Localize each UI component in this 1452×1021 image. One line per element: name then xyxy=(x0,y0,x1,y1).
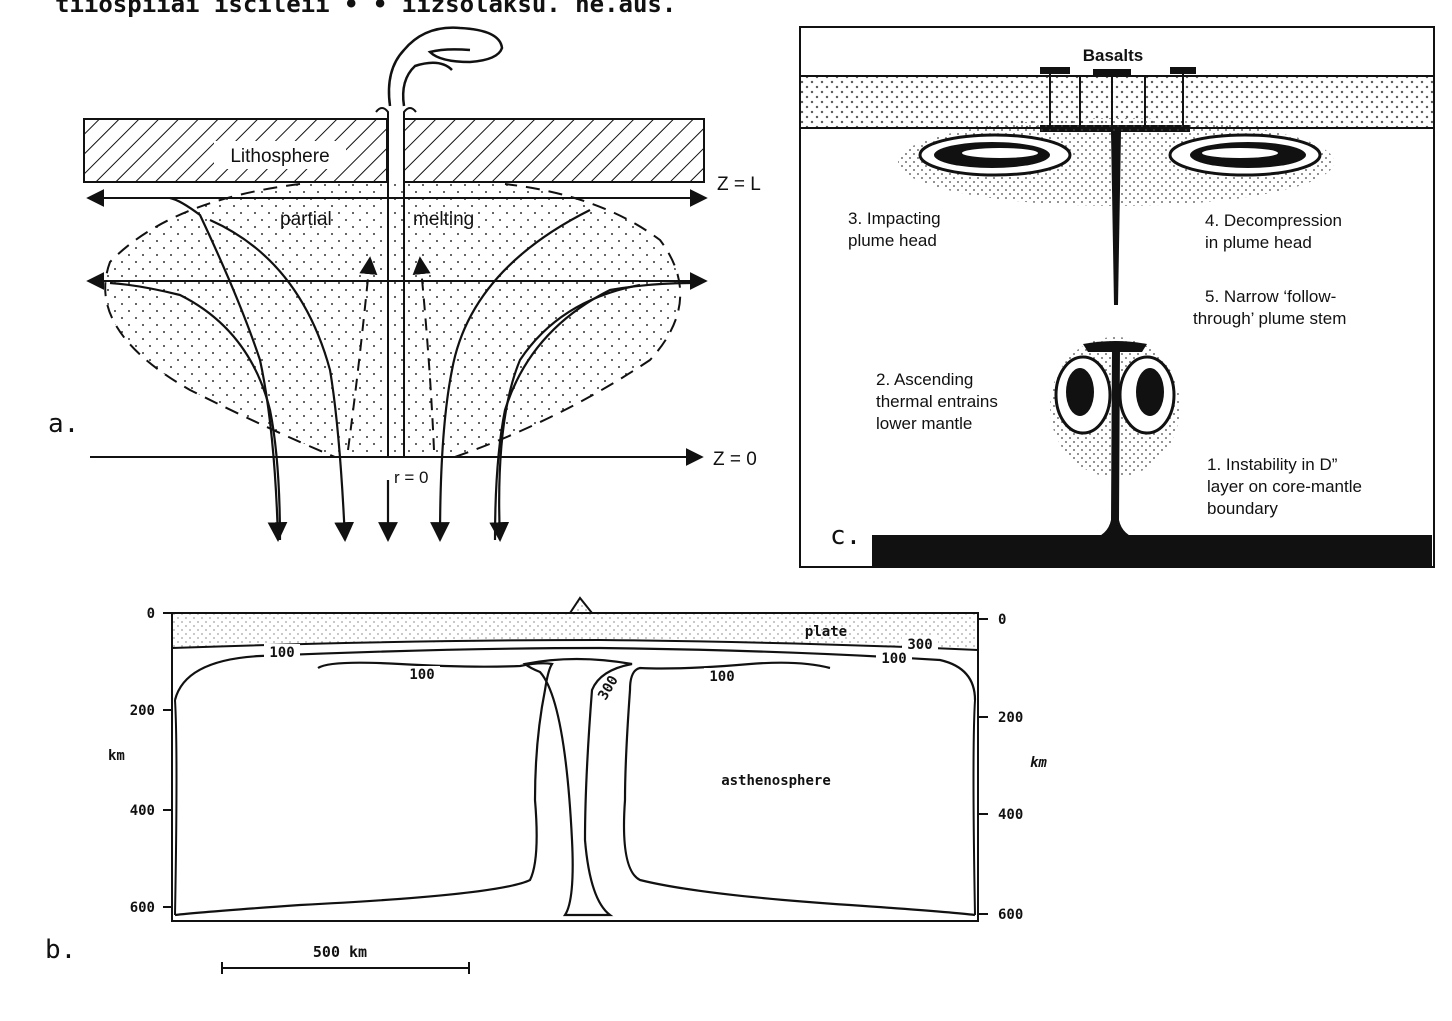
basalts-label: Basalts xyxy=(1083,46,1143,65)
melting-label: melting xyxy=(413,209,474,230)
streamline xyxy=(169,196,288,542)
panel-c-label: c. xyxy=(830,521,861,551)
contour-label: 100 xyxy=(409,667,434,683)
inner-flow-arrow xyxy=(347,256,378,451)
basalt-flow xyxy=(1093,69,1131,76)
partial-melting-region xyxy=(105,184,681,457)
scale-bar xyxy=(221,962,470,974)
plume-stem xyxy=(1111,132,1121,305)
contour-300-top xyxy=(171,638,979,651)
z-top-label: Z = L xyxy=(717,174,761,195)
streamline xyxy=(109,281,282,541)
contour-100-inner-left xyxy=(174,661,554,917)
thermal-stem xyxy=(1090,348,1140,540)
tick-label: 400 xyxy=(130,803,155,819)
label-instability: 1. Instability in D” layer on core-mantl… xyxy=(1207,455,1367,518)
contour-label: 100 xyxy=(269,645,294,661)
contour-label: 100 xyxy=(709,669,734,685)
label-narrow-stem: 5. Narrow ‘follow- through’ plume stem xyxy=(1193,287,1346,328)
inner-flow-arrow xyxy=(412,256,435,451)
axis-unit: km xyxy=(1030,755,1047,771)
tick-label: 200 xyxy=(130,703,155,719)
basalt-flow xyxy=(1040,67,1070,74)
streamline xyxy=(493,281,691,541)
panel-b-label: b. xyxy=(45,935,76,965)
partial-label: partial xyxy=(280,209,332,230)
plate-label: plate xyxy=(805,624,847,640)
core-mantle-boundary xyxy=(872,535,1432,567)
tick-label: 200 xyxy=(998,710,1023,726)
tick-label: 0 xyxy=(998,612,1006,628)
feeder-dykes xyxy=(1049,74,1184,130)
lithosphere-label: Lithosphere xyxy=(230,146,329,167)
left-depth-axis: 0 200 400 600 km xyxy=(108,606,172,916)
r0-label: r = 0 xyxy=(394,468,429,487)
label-impacting-plume-head: 3. Impacting plume head xyxy=(848,209,945,250)
streamline xyxy=(430,209,591,542)
tick-label: 400 xyxy=(998,807,1023,823)
z-bottom-label: Z = 0 xyxy=(713,449,757,470)
header-text: tiiospiiai iscileii • • iizsolaksu. ne.a… xyxy=(55,0,676,18)
streamline xyxy=(209,218,355,542)
volcano-conduit xyxy=(375,107,417,457)
eruption-plume xyxy=(387,26,504,107)
panel-b-frame xyxy=(171,612,979,922)
right-depth-axis: 0 200 400 600 km xyxy=(978,612,1047,923)
scale-bar-label: 500 km xyxy=(313,943,367,961)
contour-label: 100 xyxy=(881,651,906,667)
axis-unit: km xyxy=(108,748,125,764)
panel-a-label: a. xyxy=(48,409,79,439)
tick-label: 600 xyxy=(130,900,155,916)
contour-100-outer xyxy=(173,646,977,701)
basalt-flow xyxy=(1170,67,1196,74)
label-decompression: 4. Decompression in plume head xyxy=(1205,211,1347,252)
panel-b: 100 100 100 100 300 300 plate asthenosph… xyxy=(45,596,1047,974)
tick-label: 600 xyxy=(998,907,1023,923)
contour-300-plume xyxy=(522,657,633,917)
lithosphere-slab-right xyxy=(403,118,705,183)
tick-label: 0 xyxy=(147,606,155,622)
label-ascending-thermal: 2. Ascending thermal entrains lower mant… xyxy=(876,370,1003,433)
panel-c: Basalts 3. Impacting plume head 4. Decom… xyxy=(799,26,1435,568)
contour-label: 300 xyxy=(907,637,932,653)
panel-a: Lithosphere Z = L Z = 0 partial melting … xyxy=(48,26,761,542)
contour-100-inner-right xyxy=(622,661,976,917)
asthenosphere-label: asthenosphere xyxy=(721,773,831,789)
